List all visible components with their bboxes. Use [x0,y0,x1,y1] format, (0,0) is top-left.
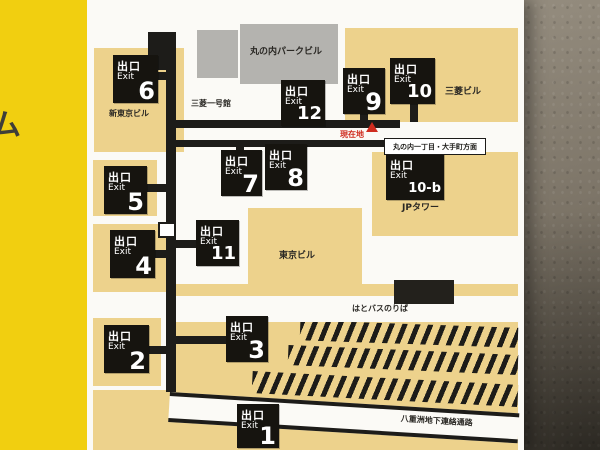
exit-map-sign: 八重洲地下連絡通路 出口 Exit 6 出口 Exit 12 出口 E [93,24,520,450]
exit-badge-english: Exit [225,167,243,177]
label-shin-tokyo: 新東京ビル [109,109,149,118]
block-bottom-left [93,390,173,450]
exit-12-badge: 出口 Exit 12 [281,80,325,126]
exit-number: 5 [127,188,144,216]
exit-2-badge: 出口 Exit 2 [104,325,149,373]
exit-8-badge: 出口 Exit 8 [265,144,307,190]
corridor-stub-exit4 [155,250,167,258]
exit-number: 4 [135,252,152,280]
exit-badge-english: Exit [269,161,287,171]
label-hato-bus: はとバスのりば [352,304,408,313]
exit-1-badge: 出口 Exit 1 [237,404,279,448]
exit-badge-kanji: 出口 [117,60,141,73]
exit-badge-english: Exit [241,421,259,431]
exit-4-badge: 出口 Exit 4 [110,230,155,278]
corridor-stub-exit10 [410,102,418,122]
exit-badge-english: Exit [117,72,135,82]
dark-building-block [394,280,454,304]
exit-badge-kanji: 出口 [347,73,371,86]
exit-badge-kanji: 出口 [394,63,418,76]
corridor-street-lower [166,140,404,147]
label-current-location: 現在地 [340,130,364,139]
exit-badge-kanji: 出口 [285,85,309,98]
exit-number: 8 [287,164,304,192]
exit-number: 12 [296,103,322,124]
label-marunouchi-park: 丸の内パークビル [250,47,323,57]
exit-6-badge: 出口 Exit 6 [113,55,158,103]
exit-badge-english: Exit [394,75,412,85]
exit-number: 9 [365,88,382,116]
exit-badge-kanji: 出口 [114,235,138,248]
exit-badge-kanji: 出口 [390,159,414,172]
exit-badge-kanji: 出口 [241,409,265,422]
hato-bus-road [172,296,518,322]
exit-10b-badge: 出口 Exit 10-b [386,154,444,200]
exit-badge-english: Exit [285,97,303,107]
current-location-triangle-icon [366,122,378,132]
exit-3-badge: 出口 Exit 3 [226,316,268,362]
exit-badge-kanji: 出口 [269,149,293,162]
exit-number: 3 [248,336,265,364]
exit-10-badge: 出口 Exit 10 [390,58,435,104]
exit-badge-english: Exit [347,85,365,95]
exit-badge-english: Exit [230,333,248,343]
exit-badge-kanji: 出口 [225,155,249,168]
label-mitsubishi-ichigokan: 三菱一号館 [191,99,231,108]
corridor-stub-exit3 [176,336,226,344]
exit-5-badge: 出口 Exit 5 [104,166,147,214]
label-yaesu-passage: 八重洲地下連絡通路 [400,414,473,428]
corridor-stub-exit5 [147,184,166,192]
exit-badge-english: Exit [200,237,218,247]
exit-badge-english: Exit [390,171,408,181]
corridor-stub-exit7 [236,145,244,152]
exit-badge-kanji: 出口 [230,321,254,334]
corridor-stub-exit9 [360,108,368,122]
exit-badge-kanji: 出口 [108,171,132,184]
exit-number: 1 [259,422,276,450]
exit-badge-kanji: 出口 [200,225,224,238]
clipped-side-text: ム [0,108,21,143]
exit-9-badge: 出口 Exit 9 [343,68,385,114]
exit-badge-kanji: 出口 [108,330,132,343]
direction-sign: 丸の内一丁目・大手町方面 [384,138,486,155]
corridor-stub-exit2 [149,346,166,354]
exit-11-badge: 出口 Exit 11 [196,220,239,266]
exit-number: 6 [138,77,155,105]
exit-number: 11 [210,243,236,264]
exit-number: 10-b [408,181,441,196]
exit-badge-english: Exit [108,342,126,352]
label-jp-tower: JPタワー [402,203,439,213]
block-gray-small [197,30,238,78]
direction-sign-text: 丸の内一丁目・大手町方面 [393,142,477,151]
wall-texture [522,0,600,450]
exit-number: 10 [406,81,432,102]
exit-number: 7 [242,170,259,198]
exit-badge-english: Exit [114,247,132,257]
exit-7-badge: 出口 Exit 7 [221,150,262,196]
corridor-stub-exit11 [176,240,196,248]
exit-badge-english: Exit [108,183,126,193]
label-tokyo-building: 東京ビル [279,251,316,261]
yellow-side-strip: ム [0,0,87,450]
corridor-junction-box [158,222,176,238]
exit-number: 2 [129,347,146,375]
block-tokyo-building [248,208,362,288]
corridor-main-vertical [166,36,176,392]
block-marunouchi-park [240,24,338,84]
corridor-stub-exit6 [158,72,166,80]
label-mitsubishi: 三菱ビル [445,87,482,97]
